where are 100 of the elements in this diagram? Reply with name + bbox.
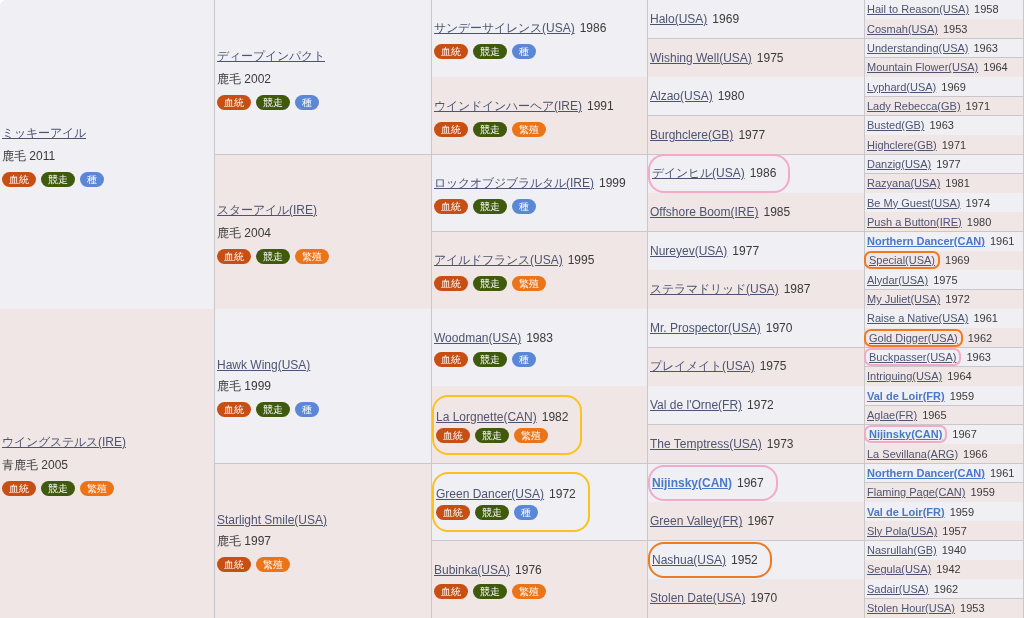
pedigree-cell <box>865 366 1024 387</box>
birth-year: 1980 <box>717 89 745 104</box>
birth-year: 1963 <box>966 351 991 364</box>
pedigree-cell <box>865 328 1024 349</box>
horse-name-link: Nashua(USA) <box>652 552 727 567</box>
horse-name-link: Nijinsky(CAN) <box>652 475 732 490</box>
horse-name-link: アイルドフランス(USA) <box>434 253 563 268</box>
birth-year: 1974 <box>965 196 990 209</box>
category-badge: 血統 <box>217 249 251 264</box>
category-badge: 競走 <box>41 171 75 187</box>
horse-name-link: Segula(USA) <box>867 563 932 576</box>
pedigree-cell <box>432 154 648 233</box>
birth-year: 1975 <box>756 50 784 65</box>
pedigree-cell <box>648 424 865 464</box>
category-badge: 競走 <box>41 480 75 496</box>
horse-name-link: Green Dancer(USA) <box>436 486 545 501</box>
category-badge: 血統 <box>436 427 470 443</box>
horse-name-link: Nureyev(USA) <box>650 243 728 258</box>
pedigree-cell <box>648 38 865 78</box>
horse-name-link: スターアイル(IRE) <box>217 203 317 217</box>
horse-name-link: Busted(GB) <box>867 119 925 132</box>
pedigree-cell <box>215 463 432 618</box>
pedigree-cell <box>865 424 1024 445</box>
birth-year: 1964 <box>947 370 972 383</box>
pedigree-cell <box>865 57 1024 78</box>
pedigree-cell <box>865 19 1024 40</box>
pedigree-cell <box>648 77 865 117</box>
pedigree-cell <box>432 0 648 78</box>
coat-and-year: 鹿毛 2002 <box>217 71 272 86</box>
birth-year: 1942 <box>936 563 961 576</box>
horse-name-link: Special(USA) <box>869 254 936 267</box>
horse-name-link: Val de l'Orne(FR) <box>650 398 743 413</box>
horse-name-link: Nijinsky(CAN) <box>869 428 943 441</box>
birth-year: 1958 <box>974 3 999 16</box>
birth-year: 1986 <box>749 166 777 181</box>
pedigree-cell <box>865 521 1024 542</box>
pedigree-cell <box>865 540 1024 561</box>
horse-name-link: Mountain Flower(USA) <box>867 61 979 74</box>
pedigree-cell <box>648 0 865 40</box>
birth-year: 1961 <box>989 466 1015 479</box>
horse-name-link: ミッキーアイル <box>2 125 86 140</box>
horse-name-link: My Juliet(USA) <box>867 293 941 306</box>
horse-name-link: ステラマドリッド(USA) <box>650 281 779 296</box>
pedigree-cell <box>0 309 215 618</box>
pedigree-cell <box>648 579 865 618</box>
pedigree-cell <box>865 173 1024 194</box>
birth-year: 1967 <box>737 475 764 490</box>
horse-name-link: ロックオブジブラルタル(IRE) <box>434 175 594 190</box>
horse-name-link: Alzao(USA) <box>650 89 713 104</box>
horse-name-link: Flaming Page(CAN) <box>867 486 966 499</box>
horse-name-link: ウイングステルス(IRE) <box>2 434 126 449</box>
category-badge: 繁殖 <box>256 556 290 572</box>
birth-year: 1970 <box>765 321 793 336</box>
category-badge: 種 <box>80 171 104 187</box>
category-badge: 繁殖 <box>512 583 546 599</box>
birth-year: 1952 <box>731 552 758 567</box>
category-badge: 競走 <box>256 249 290 264</box>
birth-year: 1959 <box>970 486 995 499</box>
birth-year: 1972 <box>747 398 774 413</box>
pedigree-cell <box>648 193 865 233</box>
birth-year: 1995 <box>567 253 595 268</box>
pedigree-cell <box>865 135 1024 155</box>
coat-and-year: 鹿毛 2011 <box>2 148 56 163</box>
birth-year: 1981 <box>945 177 970 190</box>
pedigree-cell <box>865 579 1024 600</box>
pedigree-cell <box>648 154 865 194</box>
birth-year: 1959 <box>949 389 975 402</box>
pedigree-cell <box>648 115 865 155</box>
category-badge: 種 <box>512 198 536 214</box>
birth-year: 1975 <box>759 359 787 374</box>
category-badge: 競走 <box>473 276 507 292</box>
pedigree-cell <box>432 386 648 464</box>
birth-year: 1963 <box>929 119 954 132</box>
category-badge: 種 <box>512 44 536 60</box>
horse-name-link: Sadair(USA) <box>867 582 929 595</box>
pedigree-cell <box>865 386 1024 407</box>
horse-name-link: Razyana(USA) <box>867 177 941 190</box>
category-badge: 繁殖 <box>514 427 548 443</box>
pedigree-cell <box>215 0 432 155</box>
birth-year: 1967 <box>952 428 977 441</box>
pedigree-cell <box>648 231 865 271</box>
pedigree-cell <box>865 193 1024 213</box>
birth-year: 1991 <box>587 98 614 113</box>
birth-year: 1985 <box>763 205 791 220</box>
category-badge: 競走 <box>475 427 509 443</box>
birth-year: 1953 <box>960 602 985 615</box>
horse-name-link: Wishing Well(USA) <box>650 50 752 65</box>
birth-year: 1969 <box>945 254 970 267</box>
coat-and-year: 鹿毛 1999 <box>217 379 272 393</box>
category-badge: 競走 <box>473 583 507 599</box>
pedigree-cell <box>865 212 1024 233</box>
horse-name-link: Sly Pola(USA) <box>867 524 938 537</box>
horse-name-link: Halo(USA) <box>650 12 708 27</box>
pedigree-cell <box>865 289 1024 310</box>
pedigree-cell <box>865 560 1024 580</box>
pedigree-cell <box>215 309 432 464</box>
pedigree-cell <box>865 463 1024 484</box>
pedigree-cell <box>865 502 1024 522</box>
horse-name-link: Nasrullah(GB) <box>867 544 937 557</box>
pedigree-cell <box>865 405 1024 426</box>
